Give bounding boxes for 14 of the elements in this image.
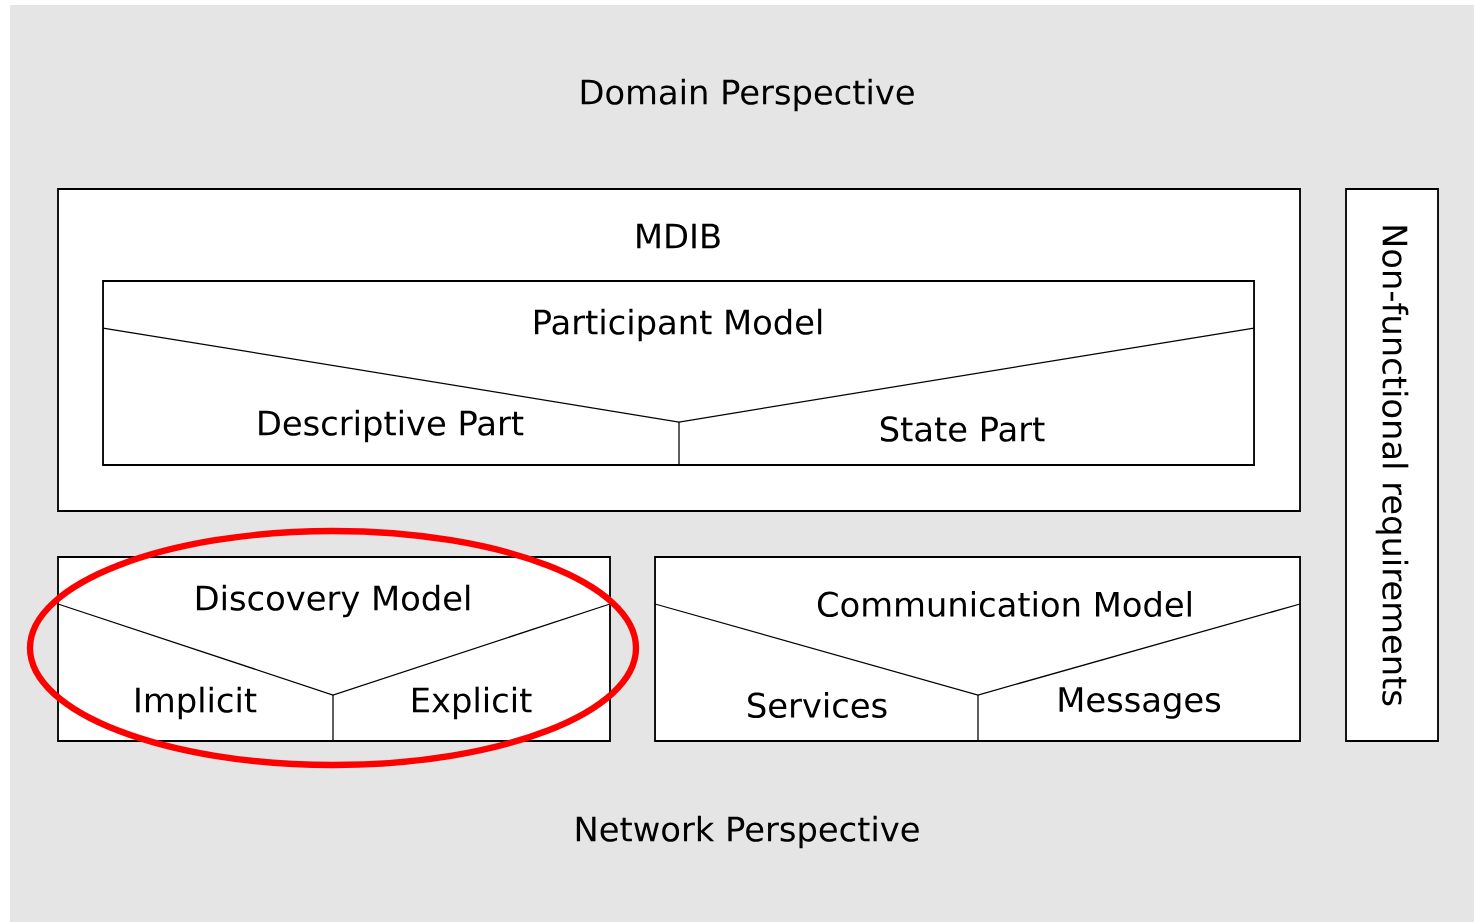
part-label: State Part — [880, 416, 1045, 442]
perspective-label: Domain Perspective — [581, 78, 914, 112]
part-label: Messages — [1059, 687, 1221, 719]
perspective-label: Network Perspective — [576, 815, 919, 849]
part-label: Services — [748, 691, 887, 719]
box-title: Participant Model — [535, 308, 822, 342]
part-label: Implicit — [136, 686, 257, 720]
highlight-ellipse — [26, 527, 640, 769]
box-title: Communication Model — [817, 590, 1191, 618]
part-label: Descriptive Part — [259, 409, 524, 443]
box-title: MDIB — [637, 223, 720, 249]
part-label: Explicit — [413, 686, 532, 720]
vertical-label: Non-functional requirements — [1375, 226, 1409, 706]
box-title: Discovery Model — [196, 584, 470, 618]
